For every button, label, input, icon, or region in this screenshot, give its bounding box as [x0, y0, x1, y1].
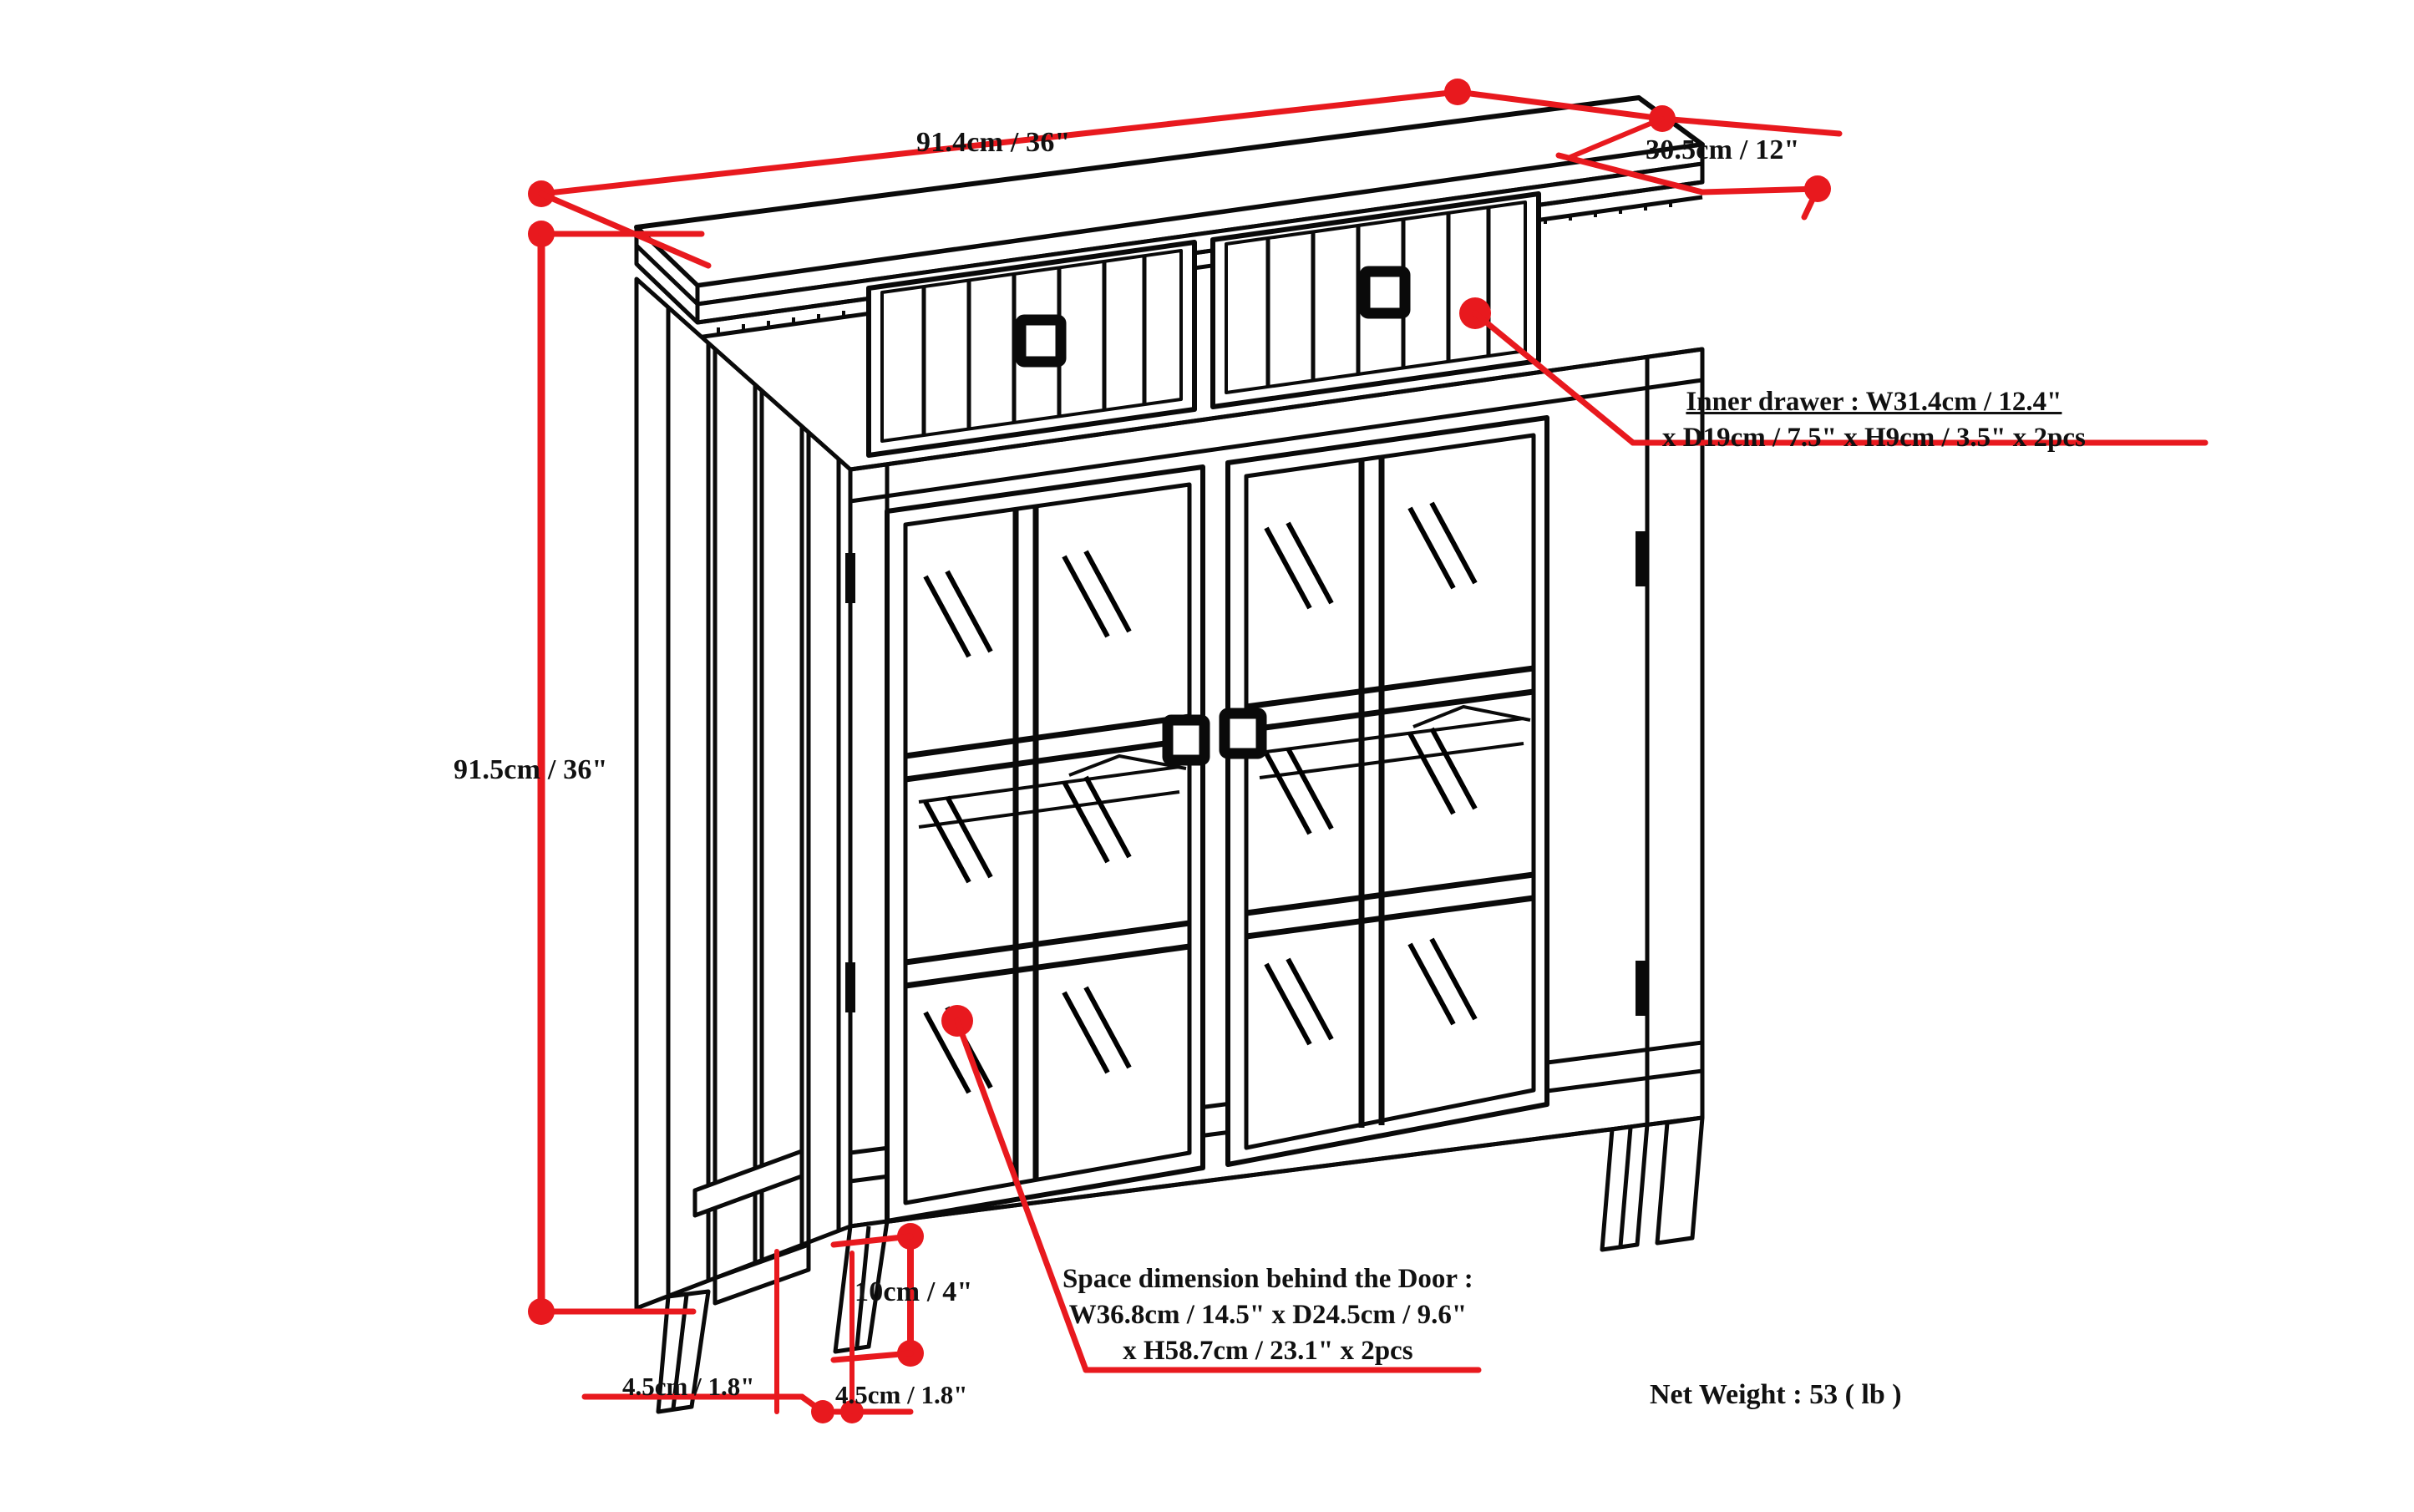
callout-behind-door-line1: Space dimension behind the Door : — [1062, 1264, 1473, 1294]
dim-label-leg-width-left: 4.5cm / 1.8" — [622, 1372, 755, 1401]
dim-depth — [1555, 105, 1843, 221]
drawer-row — [849, 191, 1703, 504]
left-glass-door — [885, 464, 1210, 1224]
dim-leg-width-right — [832, 1251, 914, 1423]
dim-label-leg-height: 10cm / 4" — [855, 1276, 973, 1307]
slatted-side-panel — [634, 277, 853, 1311]
callout-inner-drawer-line1: Inner drawer : W31.4cm / 12.4" — [1686, 387, 2062, 417]
leader-inner-drawer — [1459, 297, 2209, 446]
callout-behind-door-line3: x H58.7cm / 23.1" x 2pcs — [1123, 1335, 1413, 1366]
callout-inner-drawer: Inner drawer : W31.4cm / 12.4" x D19cm /… — [1662, 384, 2086, 456]
dim-leg-width-left — [581, 1249, 834, 1423]
dim-label-width: 91.4cm / 36" — [916, 127, 1071, 158]
leader-behind-door — [941, 1005, 1482, 1373]
net-weight-label: Net Weight : 53 ( lb ) — [1650, 1379, 1902, 1410]
callout-behind-door: Space dimension behind the Door : W36.8c… — [1062, 1261, 1473, 1369]
dim-label-leg-width-right: 4.5cm / 1.8" — [835, 1380, 968, 1409]
dim-height — [528, 221, 705, 1325]
dim-label-depth: 30.5cm / 12" — [1646, 134, 1800, 165]
right-side-return — [1645, 349, 1705, 1124]
right-glass-door — [845, 415, 1647, 1167]
dim-leg-height — [830, 1223, 924, 1367]
dim-label-height: 91.5cm / 36" — [454, 754, 608, 785]
callout-inner-drawer-line2: x D19cm / 7.5" x H9cm / 3.5" x 2pcs — [1662, 422, 2086, 453]
dim-width — [528, 79, 1666, 269]
cabinet-body — [634, 95, 1705, 1414]
cabinet-legs — [656, 1115, 1705, 1414]
dimension-annotations — [528, 79, 2209, 1423]
callout-behind-door-line2: W36.8cm / 14.5" x D24.5cm / 9.6" — [1068, 1299, 1468, 1330]
